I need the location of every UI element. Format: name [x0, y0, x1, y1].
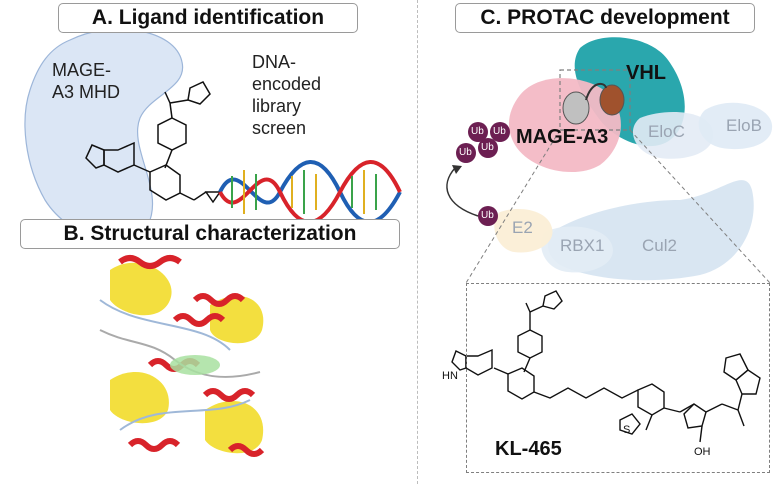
ligand-structure [85, 81, 222, 204]
ub-circle-2 [478, 138, 498, 158]
protac-ligand-1 [562, 91, 590, 125]
del-label-line2: encoded [252, 74, 322, 94]
panel-b-title: B. Structural characterization [20, 219, 400, 249]
panel-divider [417, 0, 418, 484]
protac-ligand-2 [599, 84, 625, 116]
ub-transfer-arrow [446, 167, 479, 217]
ub-circle-3 [468, 122, 488, 142]
del-label-line4: screen [252, 118, 307, 138]
panel-a-title: A. Ligand identification [58, 3, 358, 33]
compound-label: KL-465 [495, 438, 562, 460]
dna-helix [218, 160, 402, 224]
vhl-label: VHL [626, 62, 666, 84]
ub-label-e2: Ub [481, 210, 494, 221]
mage-a3-label: MAGE-A3 [516, 126, 609, 148]
rbx1-label: RBX1 [560, 236, 605, 255]
elob-blob [698, 102, 773, 150]
arrowhead [452, 165, 462, 174]
elob-label: EloB [726, 116, 762, 135]
ub-circle-1 [456, 143, 476, 163]
e2-blob [494, 208, 553, 253]
mage-a3-blob [508, 78, 621, 173]
dna-base-pairs [231, 170, 377, 214]
panel-c-title: C. PROTAC development [455, 3, 755, 33]
ub-label-3: Ub [471, 126, 484, 137]
ub-label-1: Ub [459, 147, 472, 158]
ub-circle-e2 [478, 206, 498, 226]
ub-label-2: Ub [481, 142, 494, 153]
rbx1-blob [541, 226, 613, 273]
atom-hn: HN [442, 370, 458, 382]
ub-circle-4 [490, 122, 510, 142]
eloc-label: EloC [648, 122, 685, 141]
zoom-line-left [465, 129, 561, 284]
del-label-line1: DNA- [252, 52, 296, 72]
protac-linker [585, 82, 607, 101]
kl-465-zoom-box [466, 283, 770, 473]
ub-label-4: Ub [493, 126, 506, 137]
atom-s: S [623, 424, 631, 436]
atom-oh: OH [694, 446, 711, 458]
protein-label-line2: A3 MHD [52, 82, 121, 102]
cul2-label: Cul2 [642, 236, 677, 255]
e2-label: E2 [512, 218, 533, 237]
eloc-blob [632, 112, 714, 159]
protein-label-line1: MAGE- [52, 60, 112, 80]
zoom-source-box [559, 69, 631, 131]
crystal-structure [99, 255, 265, 457]
del-label-line3: library [252, 96, 302, 116]
